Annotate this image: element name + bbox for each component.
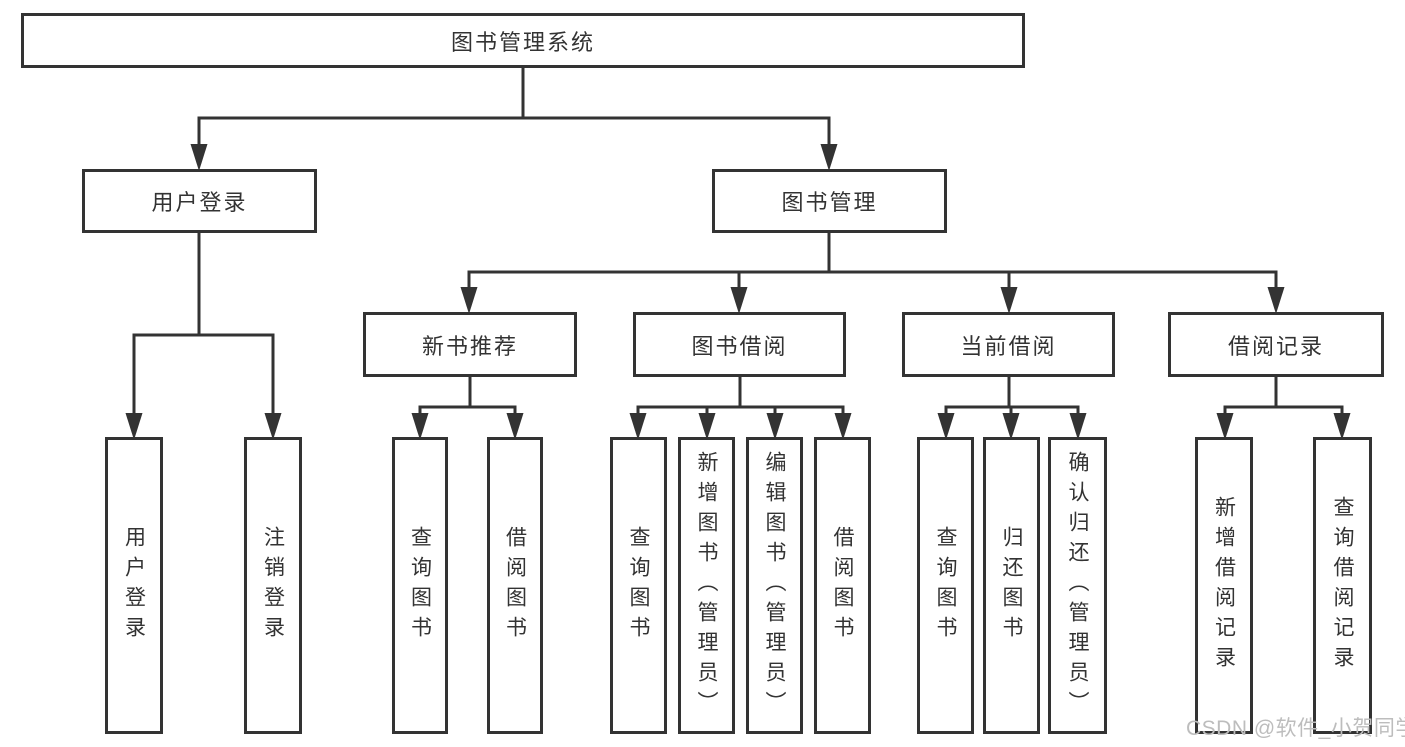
query-borrow-record-label: 查询借阅记录	[1331, 495, 1354, 676]
borrow-books-recommend-label: 借阅图书	[503, 525, 527, 646]
book-borrow-label: 图书借阅	[691, 333, 788, 359]
book-borrow-node: 图书借阅	[633, 312, 846, 377]
query-books-borrow-label: 查询图书	[627, 525, 650, 646]
confirm-return-admin-leaf: 确认归还（管理员）	[1048, 437, 1107, 734]
query-borrow-record-leaf: 查询借阅记录	[1313, 437, 1372, 734]
current-borrow-label: 当前借阅	[960, 333, 1057, 359]
system-root-label: 图书管理系统	[450, 29, 595, 55]
add-borrow-record-leaf: 新增借阅记录	[1195, 437, 1253, 734]
confirm-return-admin-label: 确认归还（管理员）	[1066, 450, 1089, 721]
borrow-books-borrow-label: 借阅图书	[831, 525, 854, 646]
current-borrow-node: 当前借阅	[902, 312, 1115, 377]
new-book-recommend-node: 新书推荐	[363, 312, 577, 377]
query-books-borrow-leaf: 查询图书	[610, 437, 667, 734]
user-login-label: 用户登录	[151, 190, 248, 215]
query-books-recommend-label: 查询图书	[408, 525, 432, 646]
add-book-admin-label: 新增图书（管理员）	[695, 450, 718, 721]
add-book-admin-leaf: 新增图书（管理员）	[678, 437, 735, 734]
user-login-leaf-label: 用户登录	[122, 525, 146, 646]
borrow-books-borrow-leaf: 借阅图书	[814, 437, 871, 734]
query-books-current-leaf: 查询图书	[917, 437, 974, 734]
query-books-current-label: 查询图书	[934, 525, 957, 646]
add-borrow-record-label: 新增借阅记录	[1212, 495, 1236, 676]
logout-leaf-label: 注销登录	[261, 525, 285, 646]
user-login-node: 用户登录	[82, 169, 317, 233]
user-login-leaf: 用户登录	[105, 437, 163, 734]
edit-book-admin-leaf: 编辑图书（管理员）	[746, 437, 803, 734]
book-management-label: 图书管理	[781, 190, 878, 215]
borrow-record-node: 借阅记录	[1168, 312, 1384, 377]
arrowhead-group	[125, 144, 1351, 440]
logout-leaf: 注销登录	[244, 437, 302, 734]
edit-book-admin-label: 编辑图书（管理员）	[763, 450, 786, 721]
borrow-record-label: 借阅记录	[1227, 333, 1324, 359]
return-books-label: 归还图书	[1000, 525, 1023, 646]
return-books-leaf: 归还图书	[983, 437, 1040, 734]
book-management-node: 图书管理	[712, 169, 947, 233]
csdn-watermark: CSDN @软件_小贺同学	[1186, 717, 1405, 740]
new-book-recommend-label: 新书推荐	[421, 333, 518, 359]
borrow-books-recommend-leaf: 借阅图书	[487, 437, 543, 734]
system-root-node: 图书管理系统	[21, 13, 1025, 68]
query-books-recommend-leaf: 查询图书	[392, 437, 448, 734]
